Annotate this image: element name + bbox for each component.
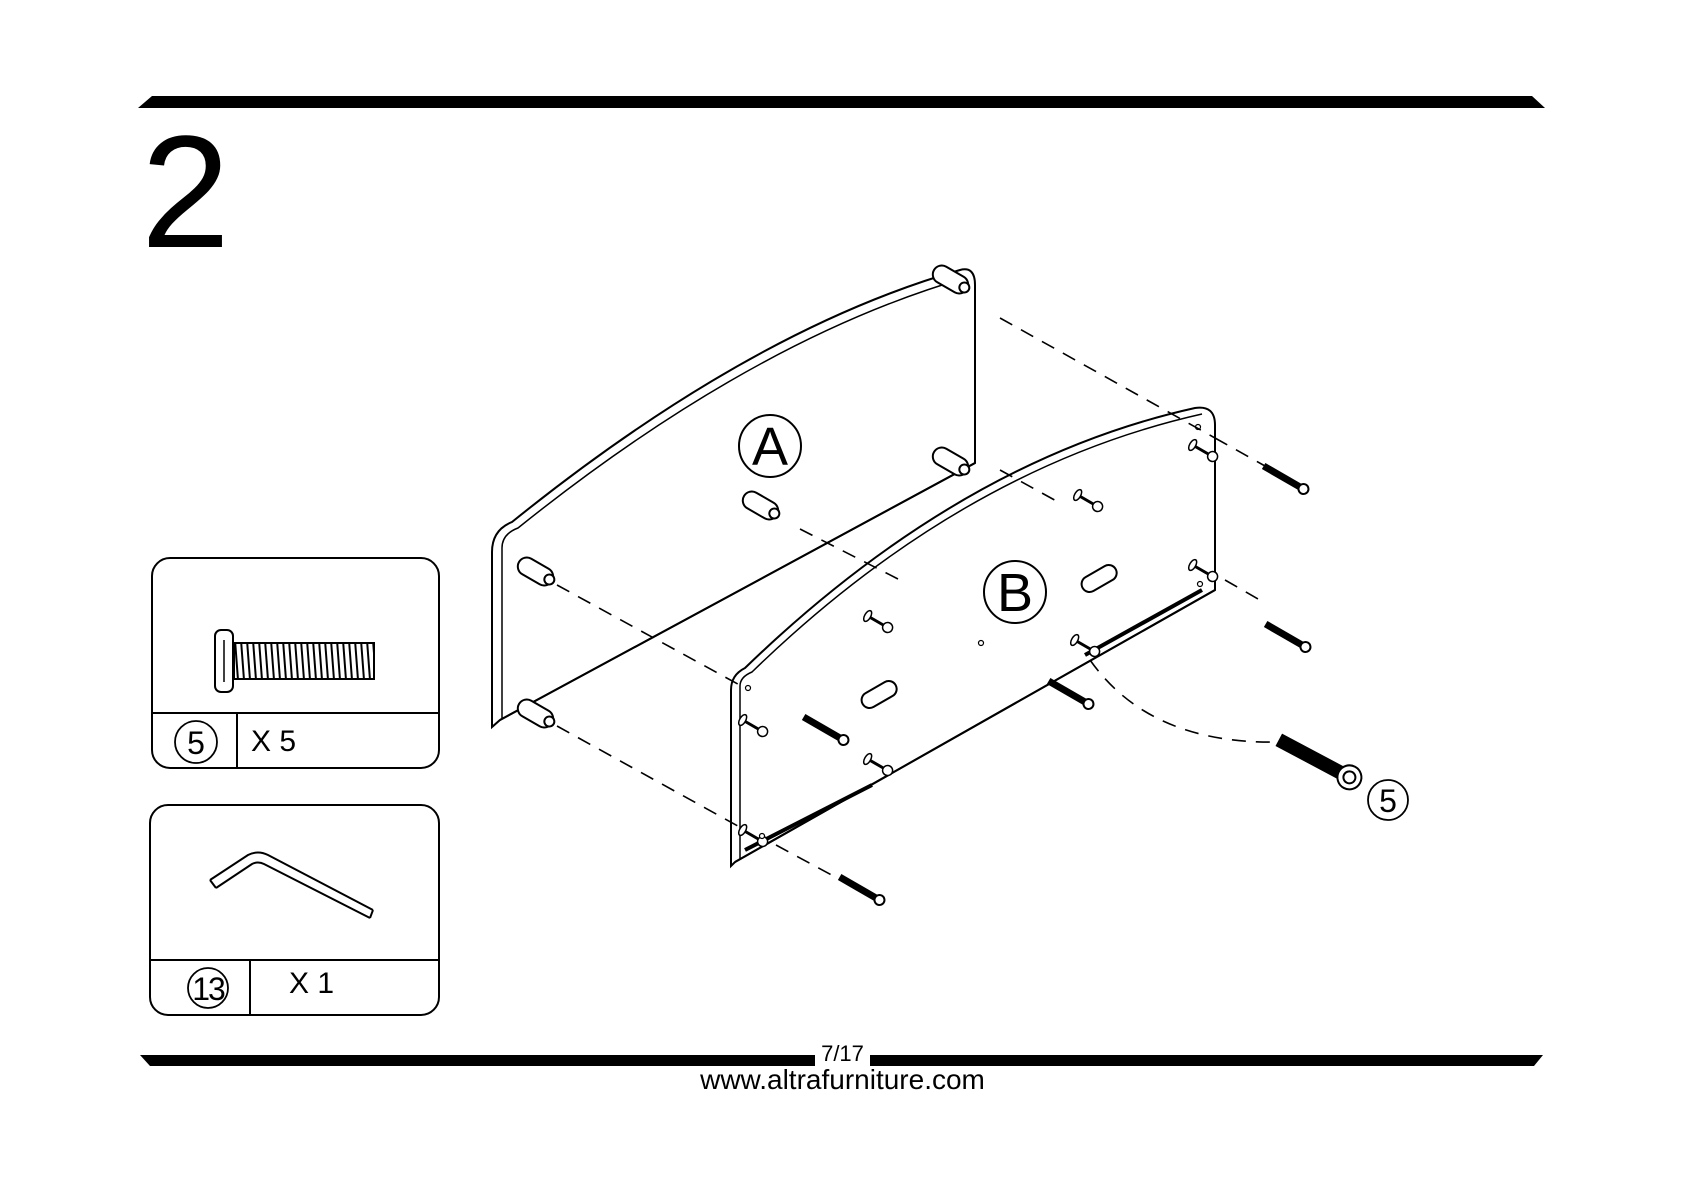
allen-key-quantity: X 1 xyxy=(289,967,334,1000)
panel-a-letter: A xyxy=(752,417,788,477)
hardware-box-bolt: 5 X 5 xyxy=(152,558,439,768)
panel-b-label: B xyxy=(984,561,1046,623)
callout-part-number: 5 xyxy=(1379,783,1397,819)
bolt-part-number: 5 xyxy=(187,725,205,761)
page-number: 7/17 xyxy=(815,1041,870,1066)
dowel xyxy=(515,696,559,732)
panel-a-label: A xyxy=(739,415,801,477)
page-number-wrap: 7/17 xyxy=(0,1043,1685,1065)
hardware-box-allen-key: 13 X 1 xyxy=(150,805,439,1015)
step-number: 2 xyxy=(141,112,230,272)
bolt-quantity: X 5 xyxy=(251,725,296,758)
header-rule xyxy=(138,96,1545,108)
website-url: www.altrafurniture.com xyxy=(0,1066,1685,1094)
allen-key-part-number: 13 xyxy=(192,971,225,1007)
panel-b-letter: B xyxy=(997,563,1033,623)
callout-bolt-icon xyxy=(1273,729,1365,793)
callout-part-label: 5 xyxy=(1368,780,1408,820)
